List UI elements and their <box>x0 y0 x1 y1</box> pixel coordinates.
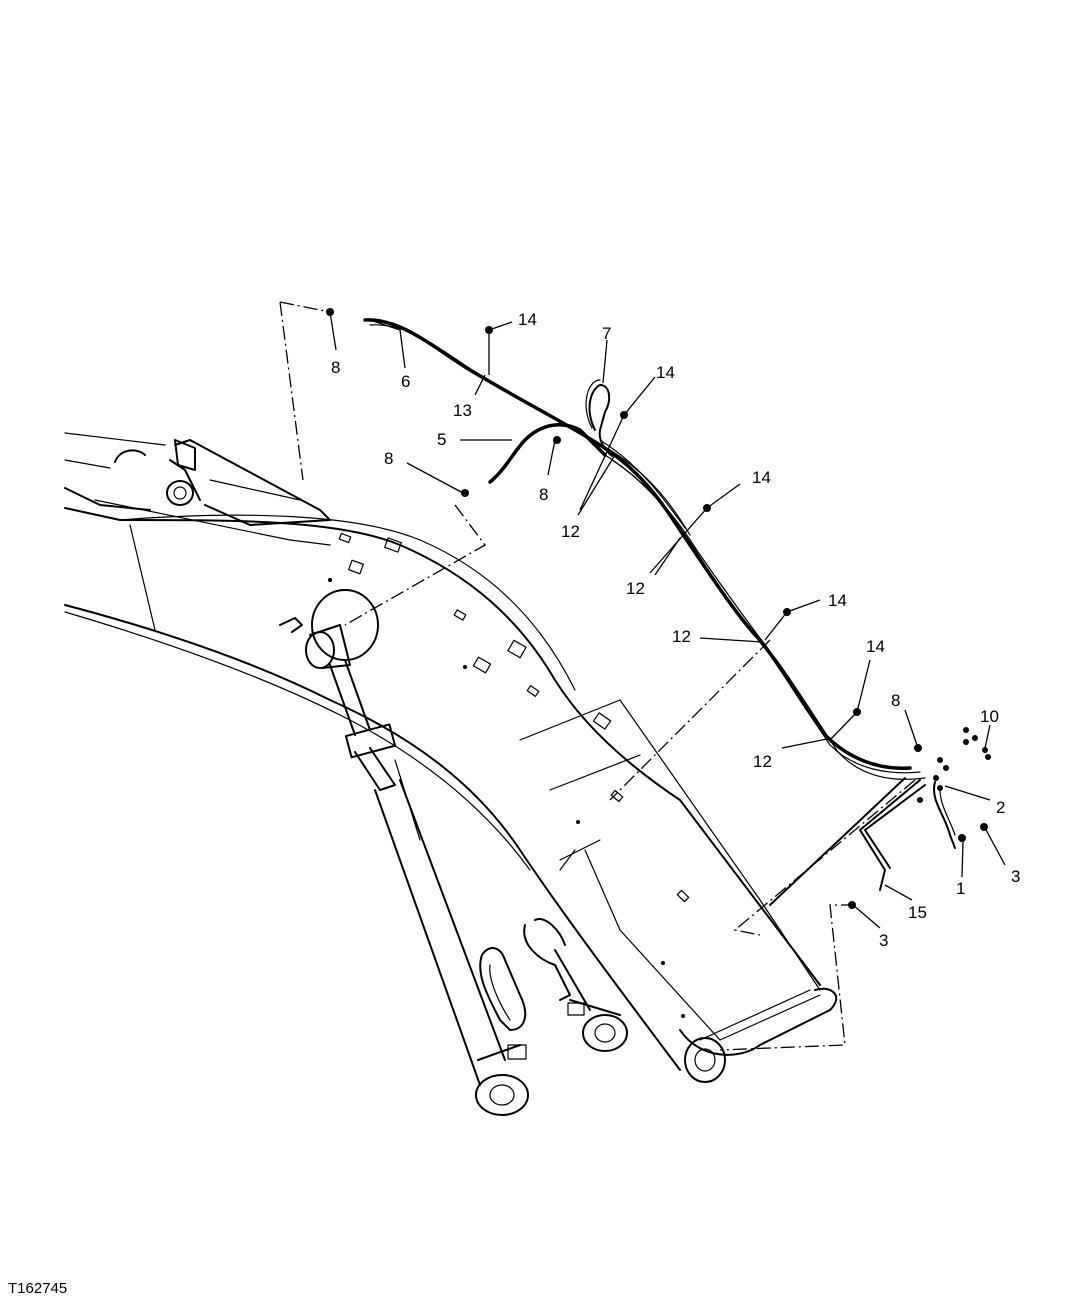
callout-6: 6 <box>401 372 410 391</box>
callout-12: 12 <box>561 522 580 541</box>
reference-lines <box>279 301 916 1051</box>
callout-3: 3 <box>1011 867 1020 886</box>
callout-5: 5 <box>437 430 446 449</box>
callout-2: 2 <box>996 798 1005 817</box>
callout-3: 3 <box>879 931 888 950</box>
callout-12: 12 <box>753 752 772 771</box>
boom-foot-bracket <box>64 432 331 546</box>
callout-12: 12 <box>672 627 691 646</box>
fittings <box>917 727 991 803</box>
leader-lines <box>326 308 1006 929</box>
callout-14: 14 <box>518 310 537 329</box>
callout-12: 12 <box>626 579 645 598</box>
callout-15: 15 <box>908 903 927 922</box>
callout-14: 14 <box>752 468 771 487</box>
callout-8: 8 <box>384 449 393 468</box>
figure-id: T162745 <box>8 1280 67 1297</box>
boom-body <box>64 507 838 1083</box>
callout-14: 14 <box>828 591 847 610</box>
bucket-link <box>523 918 628 1052</box>
callouts: 8 6 14 13 7 14 5 8 8 12 14 12 14 12 14 8… <box>331 310 1020 950</box>
callout-8: 8 <box>331 358 340 377</box>
callout-8: 8 <box>891 691 900 710</box>
callout-7: 7 <box>602 324 611 343</box>
callout-14: 14 <box>656 363 675 382</box>
callout-8: 8 <box>539 485 548 504</box>
callout-1: 1 <box>956 879 965 898</box>
callout-14: 14 <box>866 637 885 656</box>
arm-cylinder <box>279 589 529 1116</box>
callout-13: 13 <box>453 401 472 420</box>
callout-10: 10 <box>980 707 999 726</box>
hose-bundle <box>363 318 956 906</box>
